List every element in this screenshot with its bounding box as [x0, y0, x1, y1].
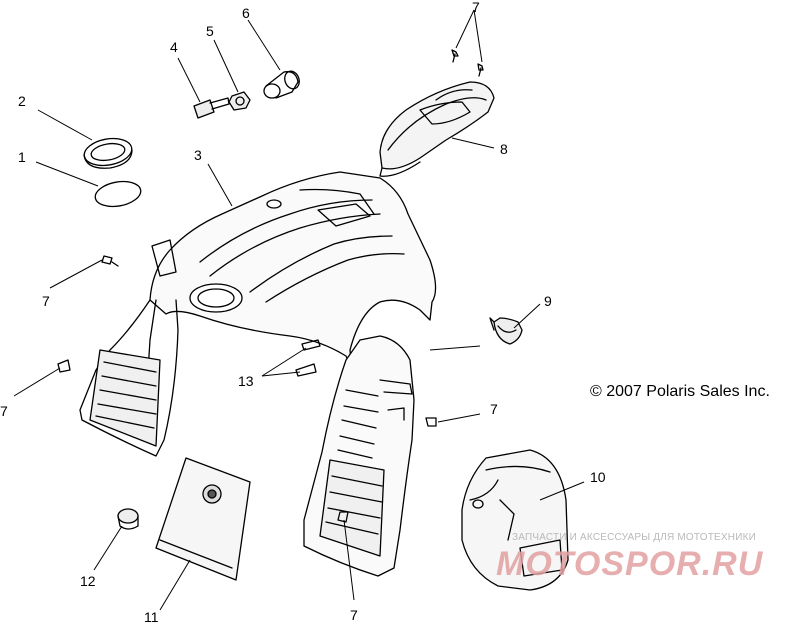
- callout-8: 8: [500, 141, 508, 157]
- part-3-hood: [79, 171, 437, 577]
- part-7-screws-top: [451, 49, 484, 77]
- callout-6: 6: [242, 5, 250, 21]
- part-9-bracket: [489, 317, 523, 345]
- part-13-fasteners: [295, 339, 321, 377]
- part-12-grommet: [117, 508, 139, 530]
- callout-9: 9: [544, 293, 552, 309]
- leader-lines: [13, 9, 585, 611]
- copyright-notice: © 2007 Polaris Sales Inc.: [590, 383, 770, 400]
- callout-7-bottom: 7: [350, 607, 358, 623]
- callout-3: 3: [194, 147, 202, 163]
- callout-7-top: 7: [472, 0, 480, 15]
- watermark-brand: MOTOSPOR.RU: [496, 545, 764, 583]
- callout-2: 2: [18, 93, 26, 109]
- part-7-screws-side: [57, 255, 437, 523]
- watermark-tagline: ЗАПЧАСТИ И АКСЕССУАРЫ ДЛЯ МОТОТЕХНИКИ: [512, 532, 757, 543]
- callout-11: 11: [144, 609, 159, 625]
- part-10-side-panel: [461, 449, 569, 591]
- callout-5: 5: [206, 23, 214, 39]
- part-1-o-ring: [94, 180, 142, 208]
- callout-4: 4: [170, 39, 178, 55]
- part-4-key: [193, 97, 230, 119]
- part-2-bezel-ring: [83, 137, 133, 169]
- callout-7-left-upper: 7: [42, 293, 50, 309]
- part-8-upper-cap: [379, 81, 495, 177]
- part-6-ignition-switch: [263, 70, 300, 99]
- part-11-cover-panel: [155, 457, 251, 581]
- callout-1: 1: [18, 149, 26, 165]
- callout-10: 10: [590, 469, 606, 485]
- callout-13: 13: [238, 373, 254, 389]
- callout-7-left-lower: 7: [0, 403, 8, 419]
- callout-12: 12: [80, 573, 96, 589]
- callout-7-right: 7: [490, 401, 498, 417]
- part-5-nut: [228, 91, 251, 111]
